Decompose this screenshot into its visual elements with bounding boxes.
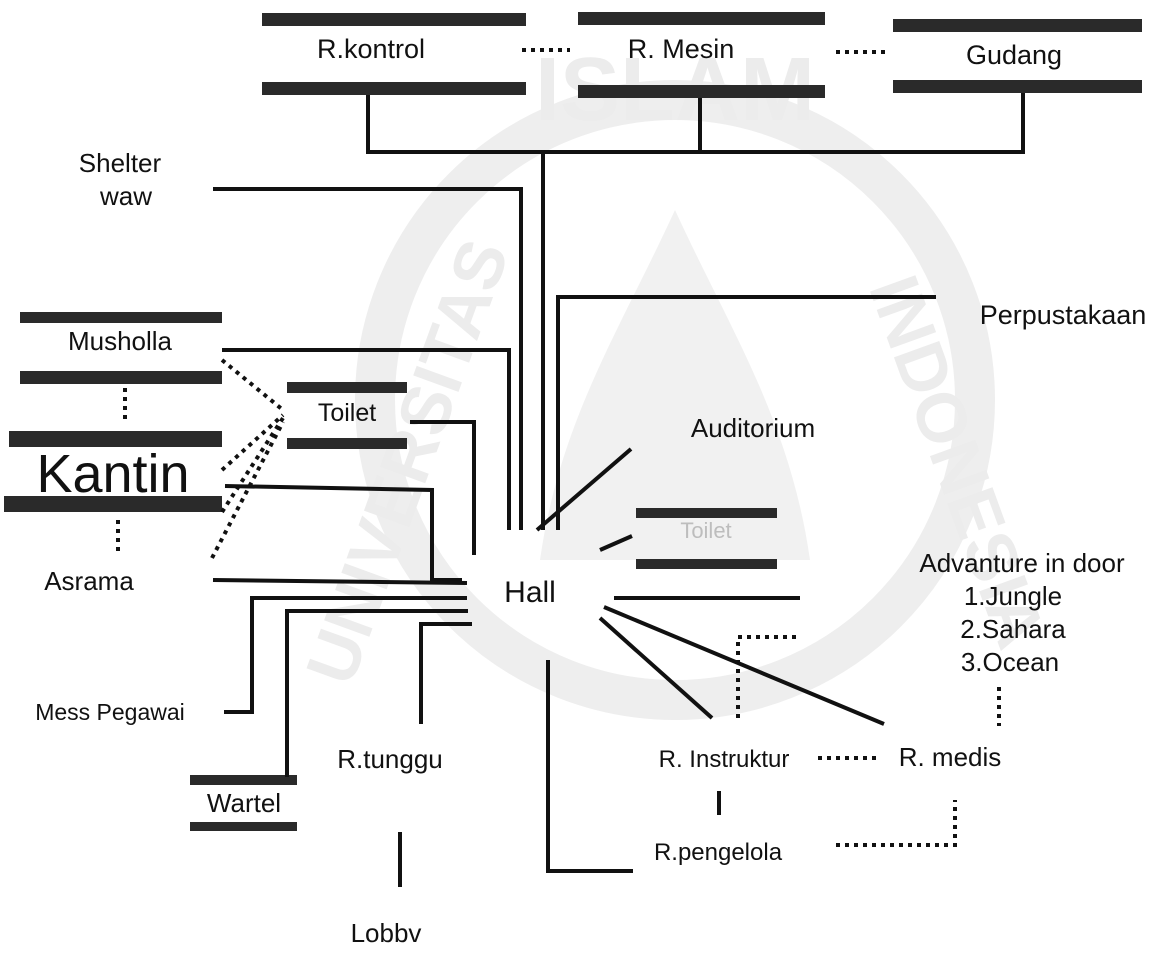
- r-mesin-label: R. Mesin: [628, 34, 735, 64]
- musholla-bar-bottom: [20, 371, 222, 384]
- lobby-label: Lobbv: [351, 918, 422, 948]
- toilet-left-bar-top: [287, 382, 407, 393]
- seal-emblem: [540, 210, 810, 560]
- kantin-label: Kantin: [36, 444, 189, 504]
- r-mesin-bar-top: [578, 12, 825, 25]
- top-tree-line: [366, 93, 1025, 154]
- wartel-label: Wartel: [207, 788, 281, 818]
- right-room-bars: [636, 508, 777, 569]
- kantin-bottom-toilet-dotted: [220, 416, 285, 514]
- auditorium-label: Auditorium: [691, 413, 815, 443]
- r-medis-line: [603, 605, 885, 726]
- watermark-seal: ISLAM UNIVERSITAS INDONESIA: [291, 40, 1061, 720]
- kantin-toilet-dotted: [220, 413, 285, 472]
- mess-pegawai-label: Mess Pegawai: [35, 699, 185, 725]
- wartel-line: [285, 609, 468, 777]
- musholla-toilet-dotted: [220, 358, 285, 412]
- adventure-item-1: 1.Jungle: [964, 581, 1062, 611]
- asrama-line: [212, 578, 468, 585]
- perpustakaan-line: [556, 295, 936, 530]
- asrama-toilet-dotted: [210, 421, 285, 559]
- gudang-label: Gudang: [966, 40, 1062, 70]
- shelter-label-line1: Shelter: [79, 148, 162, 178]
- kantin-bar-top: [9, 431, 222, 447]
- musholla-bar-top: [20, 312, 222, 323]
- musholla-label: Musholla: [68, 326, 173, 356]
- auditorium-line: [535, 447, 633, 532]
- dotted-connectors: [116, 48, 1001, 847]
- toilet-right-bar-top: [636, 508, 777, 518]
- hall-label: Hall: [504, 576, 556, 609]
- adventure-item-2: 2.Sahara: [960, 614, 1066, 644]
- r-tunggu-label: R.tunggu: [337, 744, 443, 774]
- musholla-line: [222, 348, 511, 530]
- solid-connectors: [212, 93, 1025, 887]
- toilet-right-label: Toilet: [680, 518, 731, 543]
- perpustakaan-label: Perpustakaan: [980, 300, 1147, 330]
- mess-pegawai-line: [224, 596, 467, 714]
- asrama-label: Asrama: [44, 566, 134, 596]
- adventure-item-3: 3.Ocean: [961, 647, 1059, 677]
- gudang-bar-top: [893, 19, 1142, 32]
- toilet-left-label: Toilet: [318, 399, 376, 427]
- toilet-right-bar-bottom: [636, 559, 777, 569]
- left-room-bars: [4, 312, 407, 831]
- top-room-bars: [262, 12, 1142, 98]
- shelter-label-line2: waw: [99, 181, 152, 211]
- toilet-right-line: [599, 534, 633, 552]
- wartel-bar-top: [190, 775, 297, 785]
- r-pengelola-label: R.pengelola: [654, 839, 783, 866]
- seal-ring: [355, 80, 995, 720]
- pengelola-medis-dotted: [836, 800, 957, 847]
- r-tunggu-line: [419, 622, 472, 724]
- wartel-bar-bottom: [190, 822, 297, 831]
- r-mesin-bar-bottom: [578, 85, 825, 98]
- r-pengelola-line: [546, 660, 633, 873]
- adventure-dotted-left: [736, 635, 798, 718]
- gudang-bar-bottom: [893, 80, 1142, 93]
- kantin-bar-bottom: [4, 496, 222, 512]
- r-kontrol-bar-top: [262, 13, 526, 26]
- shelter-line: [213, 187, 523, 530]
- r-instruktur-label: R. Instruktur: [659, 746, 790, 773]
- toilet-left-line: [410, 420, 476, 555]
- kantin-line: [224, 484, 462, 582]
- r-kontrol-bar-bottom: [262, 82, 526, 95]
- r-kontrol-label: R.kontrol: [317, 34, 425, 64]
- toilet-left-bar-bottom: [287, 438, 407, 449]
- room-labels: R.kontrol R. Mesin Gudang Shelter waw Pe…: [35, 34, 1146, 948]
- adventure-title-label: Advanture in door: [919, 548, 1125, 578]
- r-instruktur-line: [598, 616, 714, 720]
- r-medis-label: R. medis: [899, 742, 1002, 772]
